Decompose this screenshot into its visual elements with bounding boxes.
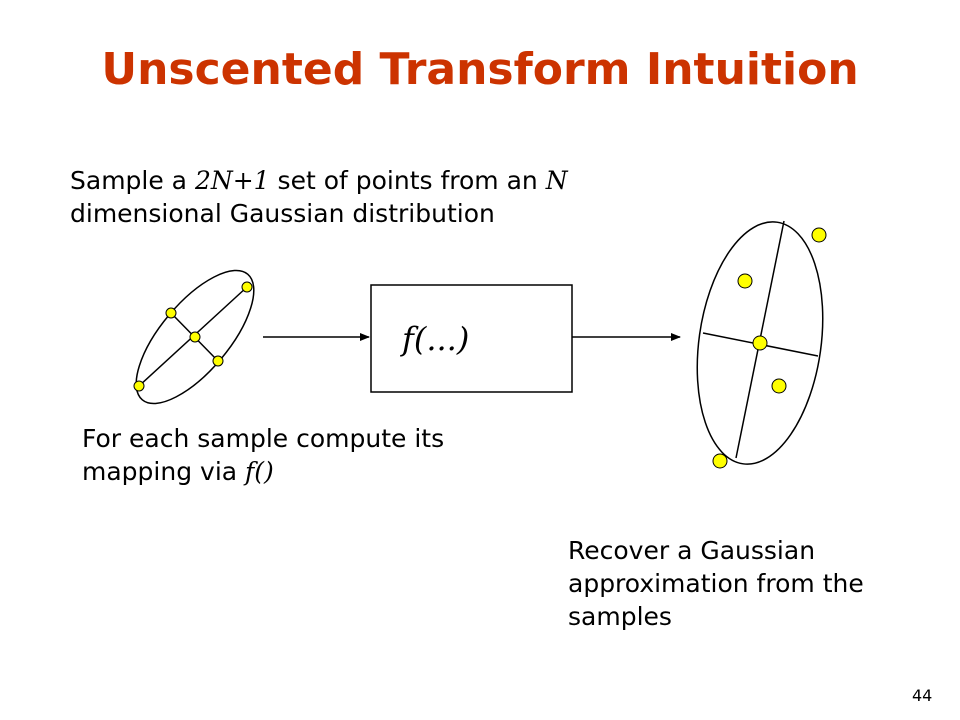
output-gaussian bbox=[696, 220, 827, 469]
recover-description-line1: Recover a Gaussian bbox=[568, 536, 816, 565]
function-math: f() bbox=[245, 457, 274, 486]
function-box-rect bbox=[370, 284, 573, 393]
recover-description-line3: samples bbox=[568, 602, 672, 631]
output-sample-point bbox=[771, 378, 787, 394]
sample-text-part2: set of points from an bbox=[269, 166, 546, 195]
output-sample-point bbox=[712, 453, 728, 469]
page-number: 44 bbox=[912, 686, 933, 705]
sample-description-line1: Sample a 2N+1 set of points from an N bbox=[70, 164, 568, 197]
sample-text-part1: Sample a bbox=[70, 166, 195, 195]
sample-description: Sample a 2N+1 set of points from an N di… bbox=[70, 164, 568, 230]
input-sample-point bbox=[165, 307, 177, 319]
sample-description-line2: dimensional Gaussian distribution bbox=[70, 199, 495, 228]
compute-description: For each sample compute its mapping via … bbox=[82, 422, 444, 488]
input-gaussian bbox=[133, 269, 255, 405]
recover-description: Recover a Gaussian approximation from th… bbox=[568, 534, 864, 633]
output-sample-point bbox=[737, 273, 753, 289]
output-sample-point bbox=[752, 335, 768, 351]
recover-description-line2: approximation from the bbox=[568, 569, 864, 598]
input-sample-point bbox=[133, 380, 145, 392]
compute-description-line1: For each sample compute its bbox=[82, 424, 445, 453]
output-ellipse bbox=[696, 221, 824, 465]
function-label: f(...) bbox=[400, 320, 469, 358]
slide-title: Unscented Transform Intuition bbox=[101, 44, 859, 95]
sample-count-math: 2N+1 bbox=[194, 166, 270, 195]
input-sample-point bbox=[189, 331, 201, 343]
input-sample-point bbox=[212, 355, 224, 367]
input-sample-point bbox=[241, 281, 253, 293]
dimension-math: N bbox=[545, 166, 568, 195]
output-sample-point bbox=[811, 227, 827, 243]
compute-text-part2: mapping via bbox=[82, 457, 246, 486]
compute-description-line2: mapping via f() bbox=[82, 455, 444, 488]
function-box: f(...) bbox=[370, 284, 573, 393]
